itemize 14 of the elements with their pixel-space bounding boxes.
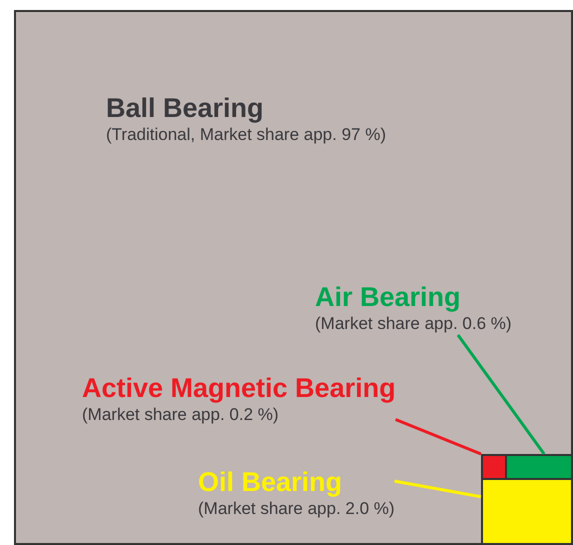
- leader-line: [395, 418, 482, 456]
- leader-line: [394, 480, 482, 498]
- bearing-title: Air Bearing: [315, 281, 461, 313]
- leader-line: [456, 334, 546, 455]
- market-share-note: (Traditional, Market share app. 97 %): [106, 124, 386, 146]
- region-background: [14, 10, 573, 545]
- bearing-title: Ball Bearing: [106, 92, 264, 124]
- market-share-note: (Market share app. 2.0 %): [198, 498, 395, 520]
- share-block: [505, 454, 573, 480]
- market-share-note: (Market share app. 0.6 %): [315, 313, 512, 335]
- bearing-title: Active Magnetic Bearing: [82, 372, 396, 404]
- market-share-note: (Market share app. 0.2 %): [82, 404, 279, 426]
- share-block: [481, 478, 573, 545]
- bearing-title: Oil Bearing: [198, 466, 342, 498]
